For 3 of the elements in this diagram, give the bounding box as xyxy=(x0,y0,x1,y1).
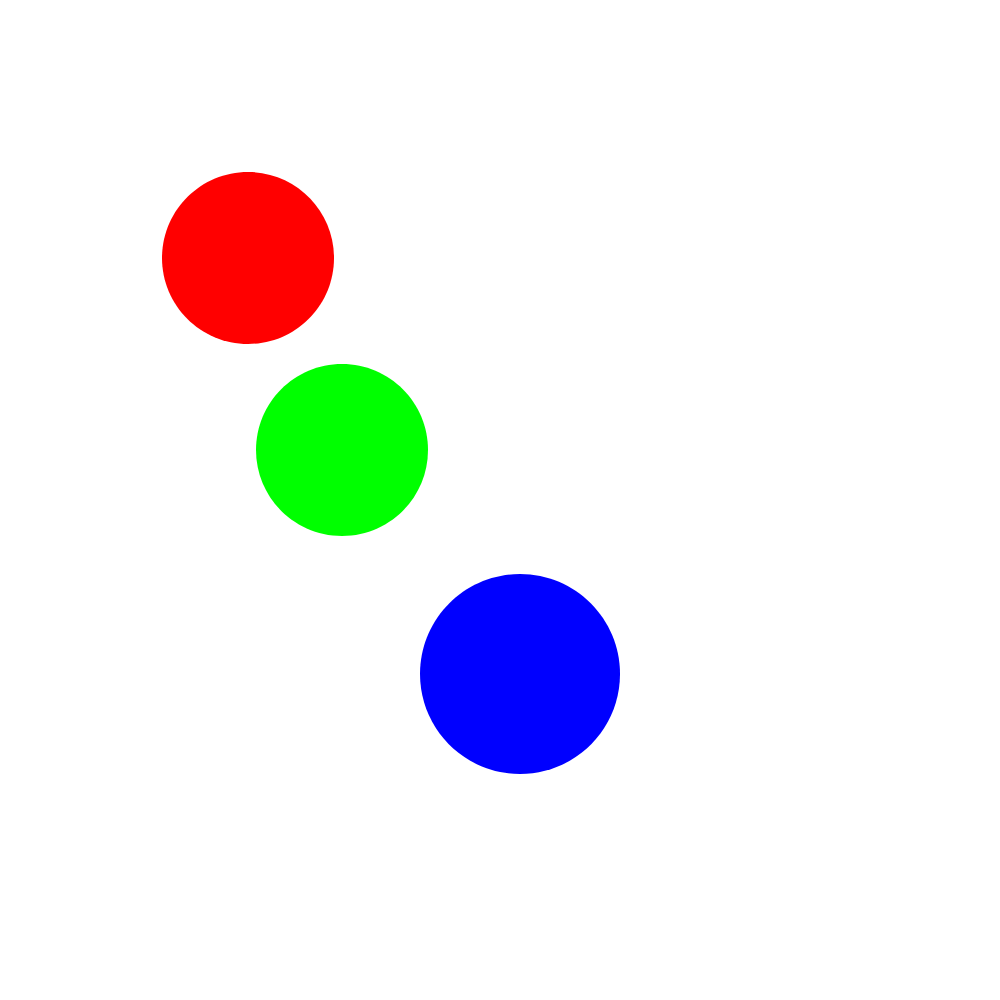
circle xyxy=(256,364,428,536)
circle xyxy=(420,574,620,774)
circle xyxy=(162,172,334,344)
